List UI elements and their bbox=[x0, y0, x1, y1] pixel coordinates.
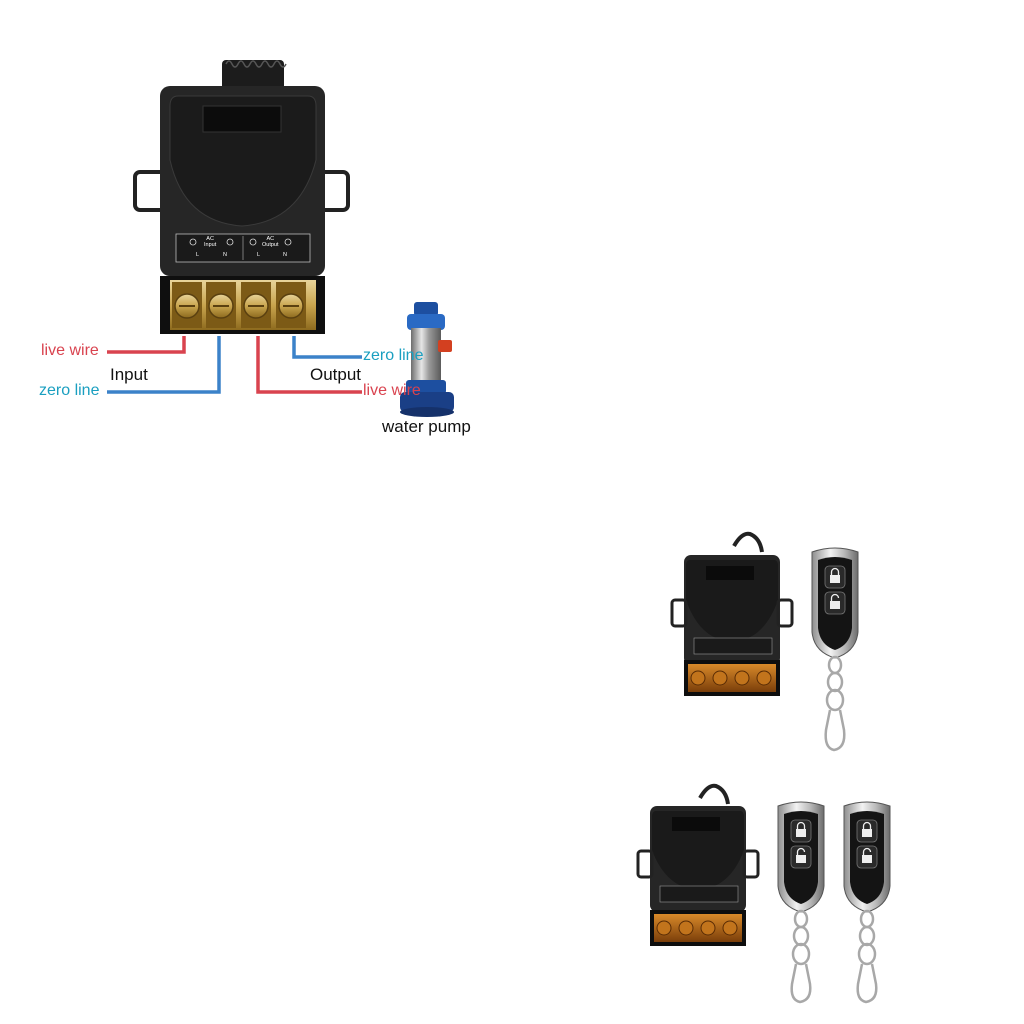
wires bbox=[107, 336, 362, 394]
label-output: Output bbox=[310, 365, 362, 384]
unlock-icon bbox=[862, 847, 872, 863]
label-output-zero-line: zero line bbox=[363, 347, 424, 364]
kit-one-receiver bbox=[670, 531, 794, 696]
label-output-live-wire: live wire bbox=[363, 382, 421, 399]
kit-two-receiver bbox=[636, 783, 760, 946]
label-input: Input bbox=[110, 365, 148, 384]
label-input-zero-line: zero line bbox=[39, 382, 100, 399]
antenna-icon bbox=[222, 60, 287, 90]
receiver-housing bbox=[160, 86, 325, 276]
terminal-out-n: N bbox=[283, 252, 287, 258]
terminal-in-l: L bbox=[196, 252, 200, 258]
lock-icon bbox=[796, 821, 806, 837]
output-live-wire bbox=[256, 336, 362, 394]
kit-two-remote-b bbox=[843, 801, 891, 1004]
kit-one-remote bbox=[811, 547, 859, 752]
kit-two-remote-a bbox=[777, 801, 825, 1004]
terminal-in-n: N bbox=[223, 252, 227, 258]
input-zero-wire bbox=[107, 336, 221, 394]
unlock-icon bbox=[830, 593, 840, 609]
input-live-wire bbox=[107, 336, 186, 354]
lock-icon bbox=[862, 821, 872, 837]
label-input-live-wire: live wire bbox=[41, 342, 99, 359]
unlock-icon bbox=[796, 847, 806, 863]
lock-icon bbox=[830, 567, 840, 583]
water-pump-icon bbox=[400, 302, 454, 417]
terminal-block bbox=[160, 276, 325, 334]
label-water-pump: water pump bbox=[382, 417, 471, 436]
terminal-out-l: L bbox=[257, 252, 261, 258]
output-zero-wire bbox=[292, 336, 362, 359]
